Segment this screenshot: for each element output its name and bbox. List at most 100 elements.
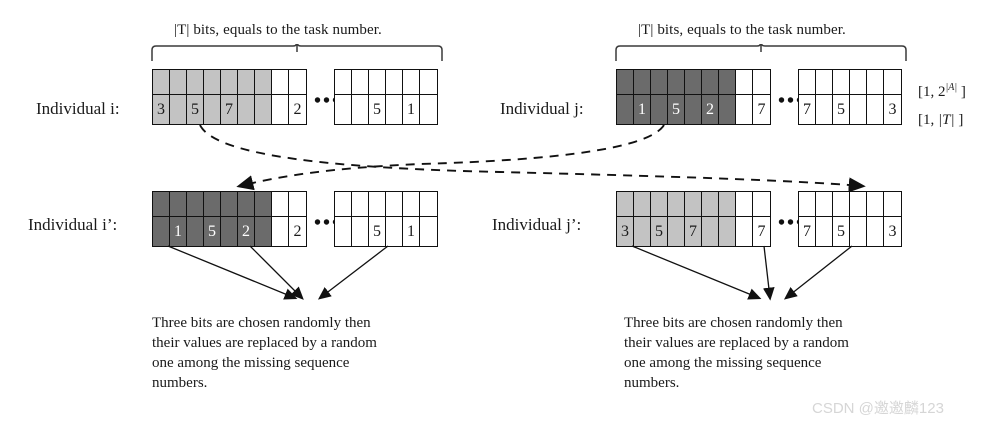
grid-cell-value: 3 <box>884 94 901 124</box>
grid-cell-top <box>617 192 634 216</box>
grid-cell-top <box>204 192 221 216</box>
individual-j-label: Individual j: <box>500 99 584 118</box>
grid-cell-top <box>753 70 770 94</box>
grid-cell-value: 5 <box>369 94 386 124</box>
grid-cell-top <box>289 70 306 94</box>
caption-right: |T| bits, equals to the task number. <box>638 22 846 38</box>
grid-cell-top <box>651 192 668 216</box>
grid-cell-value <box>617 94 634 124</box>
grid-cell-top <box>289 192 306 216</box>
grid-cell-value <box>187 216 204 246</box>
grid-cell-top <box>799 192 816 216</box>
grid-cell-top <box>617 70 634 94</box>
grid-cell-top <box>352 192 369 216</box>
grid-cell-top <box>719 192 736 216</box>
grid-cell-top <box>170 192 187 216</box>
grid-cell-value: 1 <box>170 216 187 246</box>
grid-cell-top <box>420 70 437 94</box>
grid-cell-value: 5 <box>833 94 850 124</box>
grid-cell-top <box>634 70 651 94</box>
grid-cell-top <box>335 192 352 216</box>
grid-cell-value: 3 <box>617 216 634 246</box>
grid-cell-top <box>238 70 255 94</box>
grid-cell-value <box>170 94 187 124</box>
grid-cell-top <box>221 70 238 94</box>
grid-cell-value <box>668 216 685 246</box>
grid-cell-top <box>386 70 403 94</box>
grid-cell-value <box>272 216 289 246</box>
note-left: Three bits are chosen randomly then thei… <box>152 315 377 391</box>
ellipsis-j-prime: ••• <box>778 212 806 234</box>
grid-cell-value: 5 <box>187 94 204 124</box>
grid-cell-top <box>420 192 437 216</box>
grid-cell-value: 3 <box>153 94 170 124</box>
grid-cell-top <box>833 192 850 216</box>
grid-cell-value: 5 <box>204 216 221 246</box>
individual-i-prime-label: Individual i’: <box>28 215 118 234</box>
grid-cell-top <box>867 70 884 94</box>
grid-cell-top <box>153 70 170 94</box>
grid-cell-value <box>736 216 753 246</box>
brace-right <box>615 44 907 61</box>
grid-cell-value <box>420 216 437 246</box>
grid-cell-value: 5 <box>833 216 850 246</box>
grid-cell-value <box>702 216 719 246</box>
grid-cell-value <box>272 94 289 124</box>
grid-cell-top <box>799 70 816 94</box>
grid-cell-value: 2 <box>289 216 306 246</box>
grid-cell-top <box>238 192 255 216</box>
grid-cell-value <box>634 216 651 246</box>
ellipsis-i: ••• <box>314 90 342 112</box>
grid-cell-top <box>685 70 702 94</box>
grid-cell-top <box>736 192 753 216</box>
grid-cell-top <box>255 70 272 94</box>
grid-cell-value <box>204 94 221 124</box>
grid-cell-top <box>634 192 651 216</box>
grid-cell-value <box>153 216 170 246</box>
grid-cell-value <box>816 216 833 246</box>
grid-cell-value <box>719 94 736 124</box>
range-label-top: [1, 2|A| ] <box>918 82 966 100</box>
grid-cell-top <box>369 70 386 94</box>
grid-cell-value: 7 <box>799 216 816 246</box>
grid-cell-value: 7 <box>685 216 702 246</box>
grid-cell-value <box>719 216 736 246</box>
grid-cell-value: 3 <box>884 216 901 246</box>
grid-cell-top <box>352 70 369 94</box>
grid-cell-top <box>719 70 736 94</box>
grid-cell-value <box>255 94 272 124</box>
ellipsis-j: ••• <box>778 90 806 112</box>
grid-cell-value <box>651 94 668 124</box>
grid-cell-top <box>833 70 850 94</box>
grid-cell-top <box>736 70 753 94</box>
grid-cell-top <box>255 192 272 216</box>
grid-cell-top <box>753 192 770 216</box>
grid-cell-top <box>204 70 221 94</box>
grid-cell-top <box>884 70 901 94</box>
grid-cell-value <box>736 94 753 124</box>
grid-cell-top <box>850 192 867 216</box>
grid-cell-top <box>187 70 204 94</box>
grid-cell-value <box>867 94 884 124</box>
individual-j-prime-label: Individual j’: <box>492 215 582 234</box>
grid-cell-value <box>386 216 403 246</box>
grid-cell-value: 7 <box>221 94 238 124</box>
grid-cell-value <box>255 216 272 246</box>
grid-cell-top <box>651 70 668 94</box>
grid-cell-top <box>403 70 420 94</box>
grid-cell-top <box>816 70 833 94</box>
range-label-bottom: [1, |T| ] <box>918 112 964 128</box>
grid-cell-value: 2 <box>289 94 306 124</box>
grid-cell-top <box>187 192 204 216</box>
grid-cell-value <box>335 94 352 124</box>
